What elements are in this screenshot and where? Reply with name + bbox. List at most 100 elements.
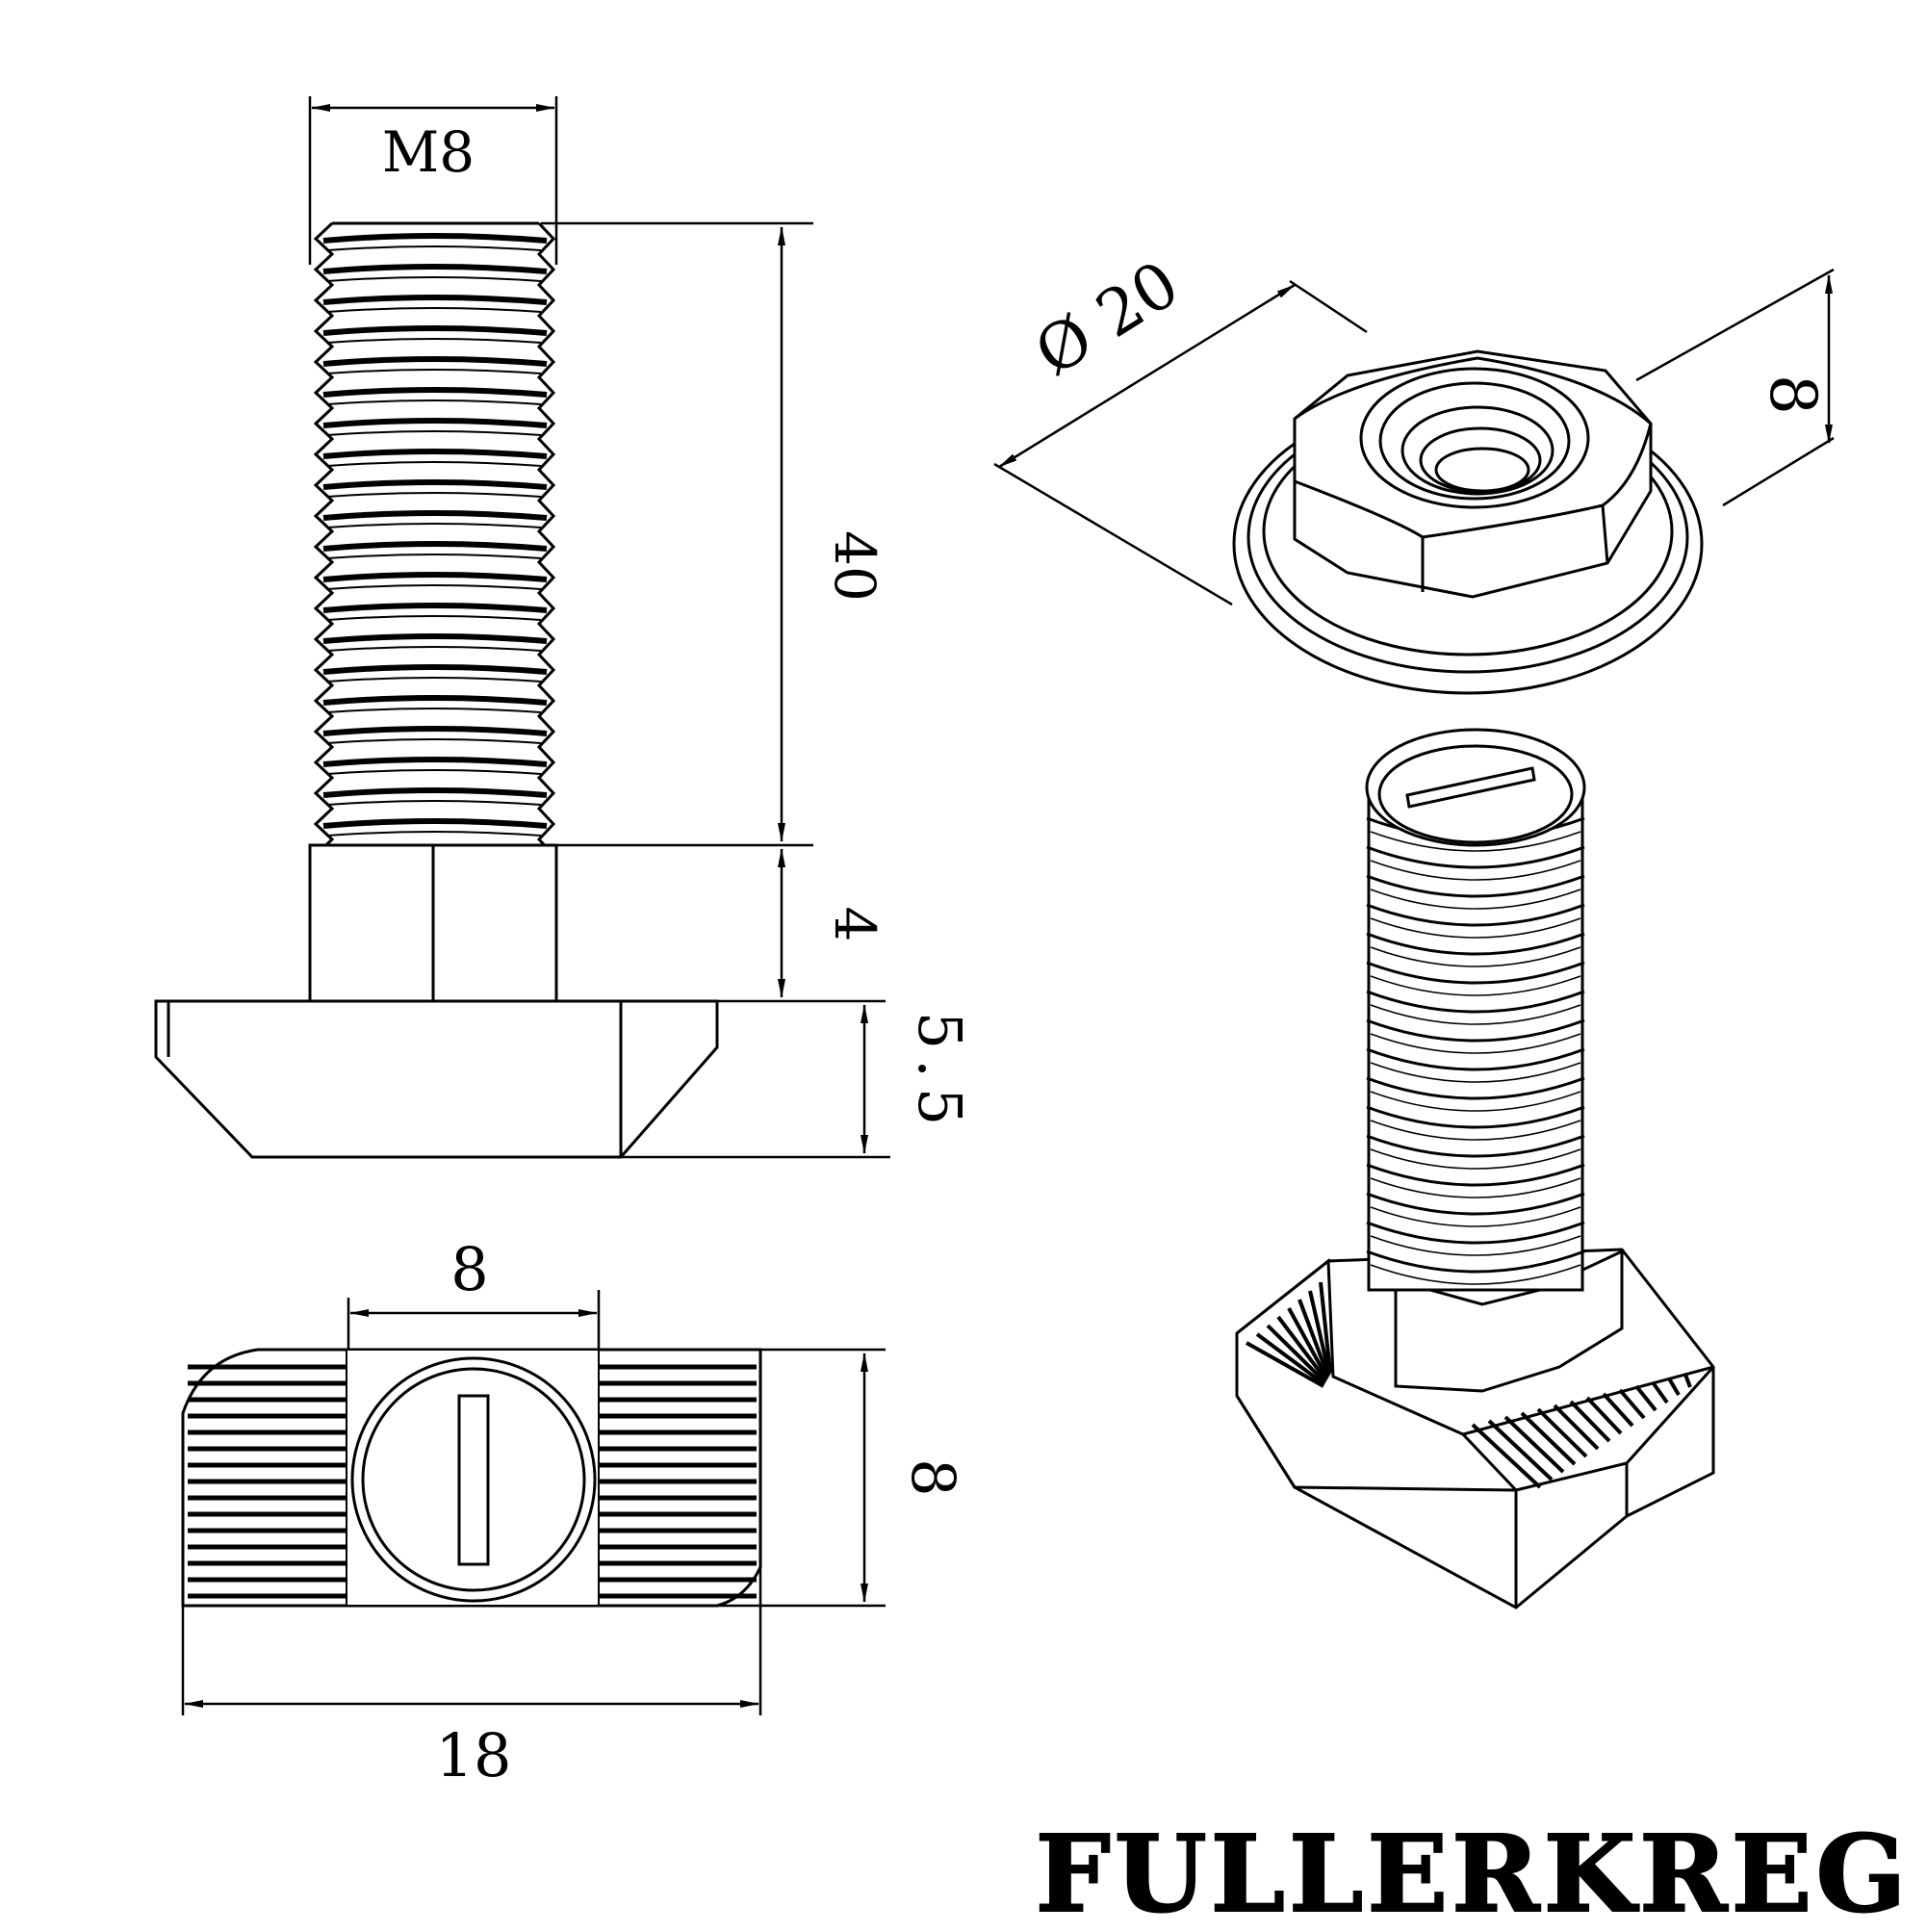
neck-height-label: 4: [822, 907, 887, 942]
thread-ring: [1370, 975, 1581, 996]
bottom-dimensions: [181, 1290, 886, 1715]
thread-ring: [1366, 1076, 1585, 1100]
thread-ridge: [326, 800, 542, 806]
tbolt-thread: [1366, 816, 1585, 1285]
knurl-line: [1487, 1419, 1554, 1481]
knurl-line: [1308, 1290, 1331, 1376]
thread-edge: [536, 221, 556, 872]
knurl-line: [1602, 1392, 1634, 1428]
thread-ridge: [322, 387, 548, 398]
thread-ring: [1370, 1062, 1581, 1083]
knurl-line: [1634, 1384, 1657, 1412]
bolt-bottom-view: [181, 1348, 762, 1608]
knurl-line: [1585, 1396, 1623, 1435]
thread-ridge: [322, 510, 548, 521]
thread-ridge: [326, 369, 542, 374]
thread-ring: [1366, 903, 1585, 927]
thread-ridge: [322, 264, 548, 274]
thread-ridge: [326, 307, 542, 313]
thread-ridge: [326, 276, 542, 282]
head-thickness-label: 5.5: [905, 1012, 975, 1136]
thread-ridge: [326, 338, 542, 344]
knurl-line: [1471, 1423, 1542, 1489]
knurl-line: [1618, 1388, 1646, 1420]
thread-ridge: [326, 584, 542, 590]
thread-ridge: [326, 615, 542, 621]
thread-ridge: [322, 325, 548, 336]
thread-ring: [1366, 1105, 1585, 1129]
thread-ring: [1366, 932, 1585, 956]
knurl-line: [1298, 1299, 1330, 1378]
knurl-line: [1266, 1324, 1327, 1384]
knurl-line: [1255, 1332, 1326, 1386]
thread-ring: [1370, 1033, 1581, 1054]
thread-ring: [1366, 1249, 1585, 1274]
thread-ring: [1366, 1134, 1585, 1158]
knurl-line: [1503, 1415, 1565, 1474]
thread-ridge: [322, 726, 548, 736]
nut-height-label: 8: [1756, 374, 1830, 415]
brand-logo: FULLERKREG: [1036, 1812, 1911, 1927]
knurl-hatch: [188, 1364, 757, 1599]
thread-ridge: [326, 523, 542, 528]
tbolt-isometric: [1235, 728, 1715, 1610]
thread-ridge: [322, 572, 548, 582]
thread-ridge: [322, 664, 548, 675]
thread-ridge: [322, 633, 548, 644]
nut-bore-outer: [1359, 367, 1590, 509]
nut-dimensions: [993, 268, 1835, 606]
thread-ring: [1370, 1264, 1581, 1285]
thread-ridge: [322, 479, 548, 490]
thread-ring: [1366, 845, 1585, 869]
thread-ridge: [326, 738, 542, 744]
thread-size-label: M8: [382, 119, 475, 185]
thread-ridge: [322, 541, 548, 552]
thread-ridge: [326, 461, 542, 467]
knurl-line: [1536, 1407, 1588, 1458]
thread-ridge: [326, 492, 542, 498]
thread-ring: [1370, 860, 1581, 881]
bolt-thread: [313, 221, 556, 872]
knurl-line: [1319, 1281, 1332, 1374]
thread-ridge: [322, 603, 548, 613]
thread-ring: [1366, 874, 1585, 898]
thread-ridge: [322, 356, 548, 367]
thread-ridge: [326, 399, 542, 405]
thread-ring: [1370, 1235, 1581, 1256]
knurl-line: [1569, 1400, 1611, 1443]
bolt-head: [154, 999, 719, 1159]
knurl-line: [1520, 1411, 1577, 1466]
nut-diameter-label: Ø 20: [1022, 246, 1192, 391]
knurl-line: [1683, 1374, 1692, 1388]
screw-slot: [457, 1394, 490, 1566]
thread-ring: [1366, 961, 1585, 985]
thread-ring: [1370, 917, 1581, 939]
side-dimensions: [308, 96, 890, 1159]
thread-ridge: [322, 757, 548, 767]
tbolt-end-slot: [1405, 766, 1536, 809]
thread-ridge: [322, 695, 548, 706]
thread-ring: [1370, 1177, 1581, 1198]
knurl-line: [1276, 1315, 1328, 1382]
thread-ridge: [322, 818, 548, 829]
bolt-length-label: 40: [822, 530, 887, 602]
thread-ring: [1366, 1163, 1585, 1187]
knurl-line: [1287, 1307, 1329, 1379]
thread-ring: [1370, 1120, 1581, 1141]
thread-ridge: [326, 708, 542, 713]
thread-edge: [313, 221, 335, 872]
thread-ring: [1370, 1091, 1581, 1112]
bolt-end-circle: [350, 1356, 597, 1603]
knurl-line: [1651, 1380, 1669, 1404]
thread-ring: [1366, 1047, 1585, 1071]
thread-ring: [1366, 1018, 1585, 1043]
head-width-label: 8: [898, 1458, 968, 1496]
thread-ridge: [326, 677, 542, 683]
thread-ridge: [322, 787, 548, 798]
tbolt-knurl-hatch: [1246, 1281, 1692, 1489]
thread-ring: [1370, 1148, 1581, 1170]
thread-ridge: [326, 245, 542, 251]
nut-hex: [1293, 349, 1653, 599]
thread-ridge: [322, 418, 548, 428]
